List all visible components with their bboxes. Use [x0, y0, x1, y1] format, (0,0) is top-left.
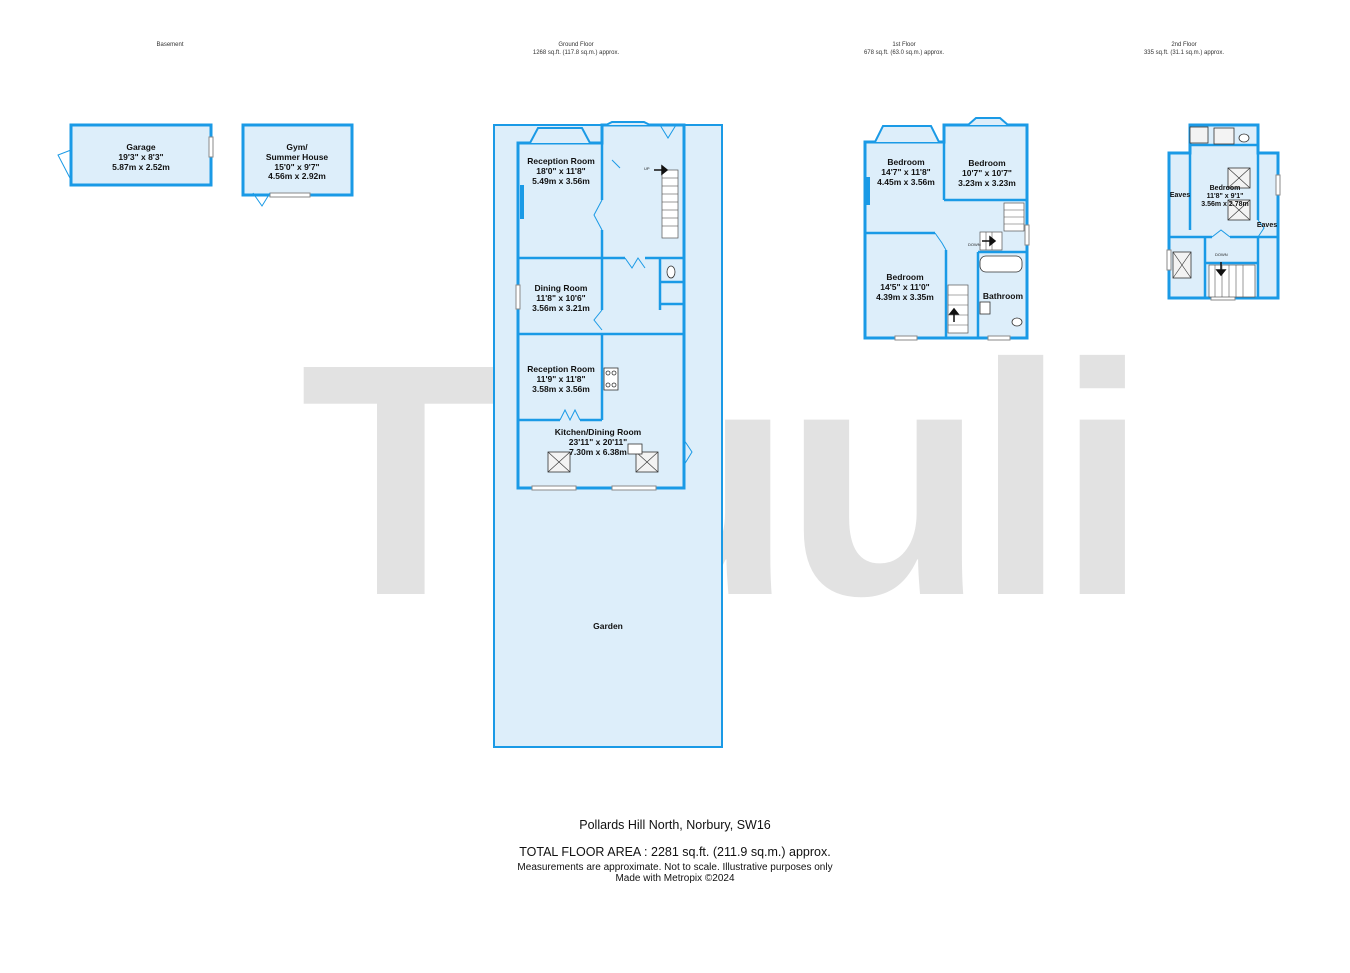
floor-title: 1st Floor [892, 42, 916, 48]
room-reception-1: Reception Room 18'0" x 11'8" 5.49m x 3.5… [520, 156, 602, 186]
room-metric: 4.45m x 3.56m [877, 176, 935, 187]
room-metric: 3.23m x 3.23m [958, 177, 1016, 188]
room-name: Dining Room [534, 283, 588, 293]
room-bedroom-4: Bedroom 11'8" x 9'1" 3.56m x 2.78m [1192, 185, 1258, 209]
room-name: Bedroom [1209, 185, 1241, 192]
garage-outline [69, 123, 213, 187]
room-reception-2: Reception Room 11'9" x 11'8" 3.58m x 3.5… [520, 364, 602, 394]
room-eaves-left: Eaves [1168, 192, 1192, 200]
room-name: Garden [593, 621, 623, 631]
stair-down-label-first: DOWN [968, 242, 981, 247]
room-imperial: 10'7" x 10'7" [962, 167, 1012, 178]
total-floor-area: TOTAL FLOOR AREA : 2281 sq.ft. (211.9 sq… [519, 845, 831, 859]
room-eaves-right: Eaves [1255, 222, 1279, 230]
floor-heading-second: 2nd Floor 335 sq.ft. (31.1 sq.m.) approx… [1114, 41, 1254, 57]
room-name: Bedroom [887, 157, 925, 167]
room-metric: 4.56m x 2.92m [268, 171, 326, 182]
room-metric: 7.30m x 6.38m [569, 446, 627, 457]
room-garden: Garden [568, 621, 648, 632]
credit: Made with Metropix ©2024 [615, 873, 735, 884]
room-metric: 3.58m x 3.56m [532, 383, 590, 394]
room-imperial: 14'7" x 11'8" [881, 166, 931, 177]
room-name: Bedroom [886, 272, 924, 282]
room-name-2: Summer House [265, 151, 329, 162]
floor-heading-basement: Basement [120, 41, 220, 49]
room-imperial: 19'3" x 8'3" [118, 151, 164, 162]
room-name: Kitchen/Dining Room [554, 427, 642, 437]
stair-up-label: UP [644, 166, 650, 171]
floor-title: 2nd Floor [1171, 42, 1197, 48]
disclaimer: Measurements are approximate. Not to sca… [517, 862, 833, 873]
room-imperial: 11'8" x 10'6" [536, 292, 586, 303]
room-bedroom-2: Bedroom 10'7" x 10'7" 3.23m x 3.23m [946, 158, 1028, 188]
floor-area: 335 sq.ft. (31.1 sq.m.) approx. [1143, 50, 1225, 57]
room-garage: Garage 19'3" x 8'3" 5.87m x 2.52m [91, 142, 191, 172]
room-name: Reception Room [527, 364, 595, 374]
room-name: Eaves [1169, 192, 1191, 199]
floor-title: Ground Floor [558, 42, 594, 48]
room-metric: 3.56m x 3.21m [532, 302, 590, 313]
room-imperial: 14'5" x 11'0" [880, 281, 930, 292]
gym-outline [241, 123, 354, 197]
room-imperial: 23'11" x 20'11" [568, 436, 628, 447]
room-imperial: 18'0" x 11'8" [536, 165, 586, 176]
floor-title: Basement [156, 42, 184, 48]
room-name: Bedroom [968, 158, 1006, 168]
floor-heading-first: 1st Floor 678 sq.ft. (63.0 sq.m.) approx… [834, 41, 974, 57]
room-bedroom-3: Bedroom 14'5" x 11'0" 4.39m x 3.35m [866, 272, 944, 302]
address: Pollards Hill North, Norbury, SW16 [579, 818, 771, 832]
floor-area: 1268 sq.ft. (117.8 sq.m.) approx. [532, 50, 620, 57]
room-bedroom-1: Bedroom 14'7" x 11'8" 4.45m x 3.56m [868, 157, 944, 187]
room-name: Reception Room [527, 156, 595, 166]
floor-area: 678 sq.ft. (63.0 sq.m.) approx. [863, 50, 945, 57]
floor-heading-ground: Ground Floor 1268 sq.ft. (117.8 sq.m.) a… [496, 41, 656, 57]
room-imperial: 11'8" x 9'1" [1206, 193, 1244, 201]
room-metric: 5.49m x 3.56m [532, 175, 590, 186]
room-metric: 3.56m x 2.78m [1201, 201, 1249, 209]
room-bathroom: Bathroom [978, 291, 1028, 302]
room-kitchen: Kitchen/Dining Room 23'11" x 20'11" 7.30… [538, 427, 658, 457]
room-name: Gym/ [286, 142, 308, 152]
stair-down-label-second: DOWN [1215, 252, 1228, 257]
room-metric: 5.87m x 2.52m [112, 161, 170, 172]
room-gym: Gym/ Summer House 15'0" x 9'7" 4.56m x 2… [247, 142, 347, 182]
room-imperial: 11'9" x 11'8" [536, 373, 586, 384]
room-name: Bathroom [982, 291, 1024, 301]
room-imperial: 15'0" x 9'7" [274, 161, 320, 172]
room-dining: Dining Room 11'8" x 10'6" 3.56m x 3.21m [520, 283, 602, 313]
room-name: Eaves [1256, 222, 1278, 229]
room-name: Garage [126, 142, 156, 152]
room-metric: 4.39m x 3.35m [876, 291, 934, 302]
